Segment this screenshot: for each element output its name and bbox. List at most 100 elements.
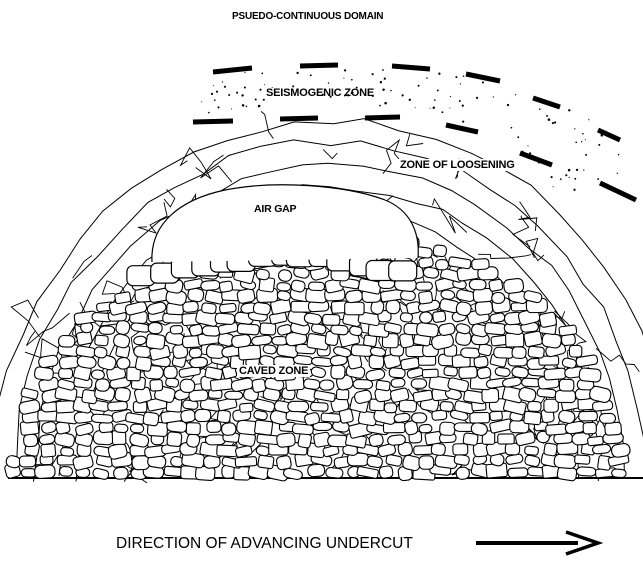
boulder [252,378,266,392]
boulder [546,424,567,435]
boulder [438,322,456,336]
boulder [19,456,35,467]
boulder [411,379,427,389]
boulder [116,357,130,370]
boulder [453,444,468,455]
caved-boulders [4,224,631,481]
boulder [416,282,433,290]
speckle [574,178,576,180]
speckle [463,75,465,77]
speckle [224,86,226,88]
speckle [418,85,420,87]
boulder [257,434,280,445]
boulder [276,433,295,448]
boulder [113,467,128,480]
speckle [583,169,584,170]
fracture [433,199,467,233]
boulder [471,258,489,270]
boulder [99,326,114,334]
boulder [330,325,348,336]
speckle [565,174,567,176]
speckle [310,74,312,76]
boulder [237,288,256,304]
boulder [93,346,107,359]
speckle [217,106,219,108]
speckle [379,105,381,107]
speckle [259,89,261,91]
boulder [219,281,233,293]
boulder [559,325,577,336]
speckle [462,121,464,123]
boulder [357,466,379,478]
boulder [276,455,292,470]
boundary-dash [466,74,500,81]
boulder [541,332,562,348]
speckle [222,81,223,82]
speckle [390,90,392,92]
boulder [384,403,396,413]
speckle [532,155,533,156]
boulder [167,432,182,447]
boulder [562,357,577,369]
fracture [478,254,531,258]
speckle [213,85,214,86]
speckle [507,104,509,106]
boulder [544,368,566,380]
boulder [59,466,72,476]
fracture [73,256,92,279]
speckle [437,89,439,91]
speckle [441,111,443,113]
speckle [462,105,464,107]
boulder [379,465,394,478]
boundary-dash [213,68,252,72]
boulder [258,455,275,469]
boulder [386,454,403,467]
boulder [195,409,211,422]
pseudo-continuous-domain-label: PSUEDO-CONTINUOUS DOMAIN [232,11,383,22]
boulder [146,333,166,349]
speckle [618,154,620,156]
boulder [288,401,309,411]
fracture [261,111,273,138]
speckle [415,107,416,108]
boulder [387,434,406,445]
boulder [579,411,598,421]
speckle [343,78,344,79]
boulder [76,331,92,346]
boulder [251,335,272,346]
boulder [184,278,204,290]
boulder [207,421,221,433]
speckle [382,69,384,71]
boulder [489,279,504,292]
boulder [180,379,195,393]
speckle [208,112,210,114]
speckle [258,105,261,108]
boulder [310,366,326,378]
speckle [575,141,577,143]
speckle [573,189,575,191]
boundary-dash [280,118,318,119]
zone-of-loosening-label: ZONE OF LOOSENING [398,159,517,171]
air-gap-outline [152,185,418,262]
speckle [244,86,246,88]
speckle [554,121,556,123]
boulder [422,369,438,378]
boulder [524,455,540,468]
speckle [426,77,428,79]
speckle [588,119,589,120]
boundary-dash [520,153,552,165]
boulder [310,402,328,411]
boulder [298,433,312,448]
boulder [21,469,36,477]
boulder [482,388,499,402]
speckle [460,83,461,84]
speckle [522,151,523,152]
boulder [321,413,341,423]
boulder [133,336,147,346]
boulder [459,366,477,378]
boulder [76,345,96,357]
speckle [560,178,562,180]
boulder [539,312,557,328]
boulder [254,420,272,435]
speckle [236,92,238,94]
